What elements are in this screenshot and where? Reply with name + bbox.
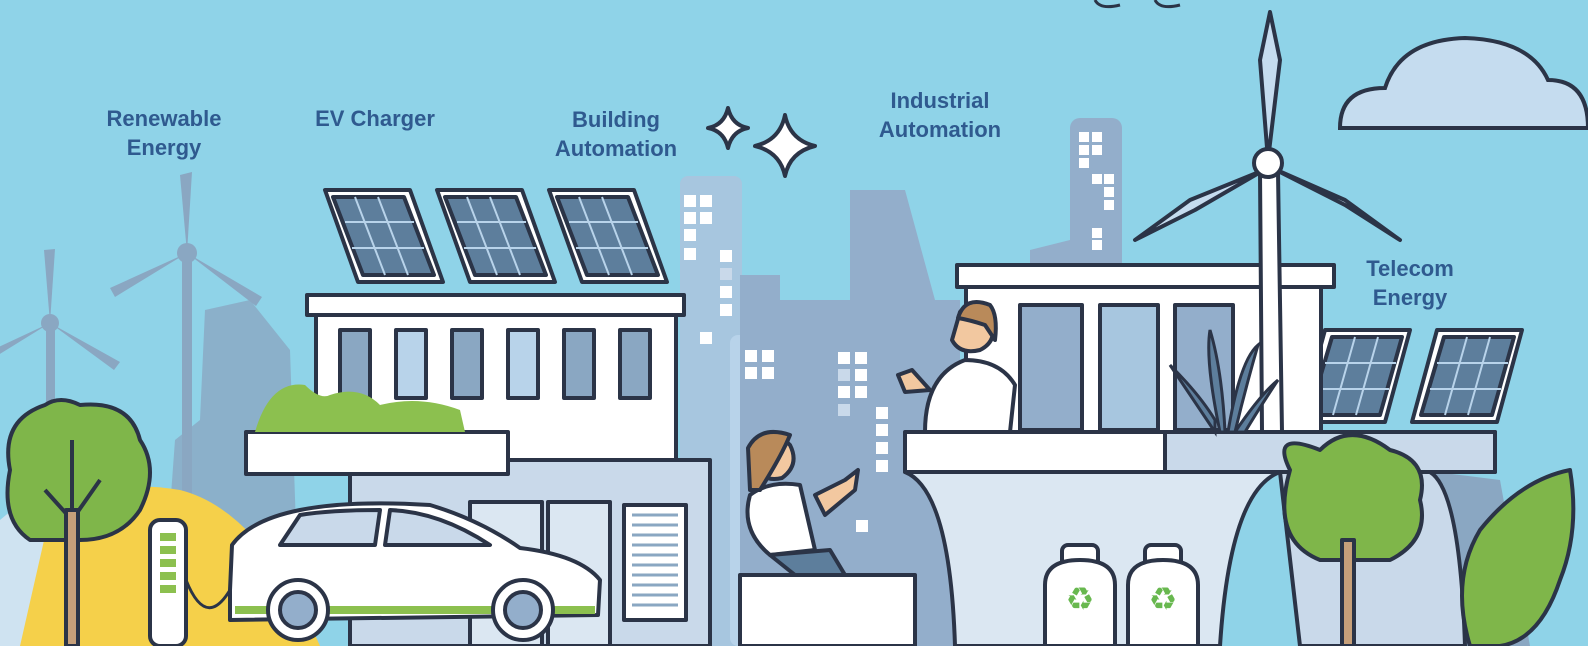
recycle-icon: ♻ xyxy=(1149,580,1178,618)
roof-garden xyxy=(255,384,465,432)
label-line: EV Charger xyxy=(315,106,435,131)
person-standing xyxy=(896,300,1017,434)
ev-charger-icon xyxy=(148,518,242,646)
recycle-icon: ♻ xyxy=(1066,580,1095,618)
label-line: Building xyxy=(572,107,660,132)
label-ev-charger: EV Charger xyxy=(303,104,447,133)
car-icon xyxy=(228,501,602,642)
label-line: Automation xyxy=(878,117,1002,142)
solar-panel-grid xyxy=(345,196,1508,416)
label-line: Automation xyxy=(554,136,678,161)
label-telecom-energy: Telecom Energy xyxy=(1352,254,1468,312)
wind-turbine-icon xyxy=(1133,10,1402,434)
cloud-icon xyxy=(1093,0,1588,130)
solar-panel-icon xyxy=(323,188,1524,424)
label-renewable-energy: Renewable Energy xyxy=(96,104,232,162)
silhouette-windows xyxy=(684,132,1114,532)
label-line: Telecom xyxy=(1366,256,1454,281)
label-building-automation: Building Automation xyxy=(545,105,687,163)
vent-grille xyxy=(632,513,678,607)
person-sitting xyxy=(738,430,917,646)
recycle-tanks xyxy=(1043,543,1200,646)
label-line: Energy xyxy=(1372,285,1448,310)
label-industrial-automation: Industrial Automation xyxy=(868,86,1012,144)
label-line: Industrial xyxy=(890,88,990,113)
roof-plant xyxy=(1168,329,1280,437)
sparkle-icon xyxy=(706,106,817,178)
label-line: Energy xyxy=(126,135,202,160)
tree-icon xyxy=(5,398,1576,646)
label-line: Renewable xyxy=(106,106,222,131)
wind-turbine-icon xyxy=(0,172,262,555)
